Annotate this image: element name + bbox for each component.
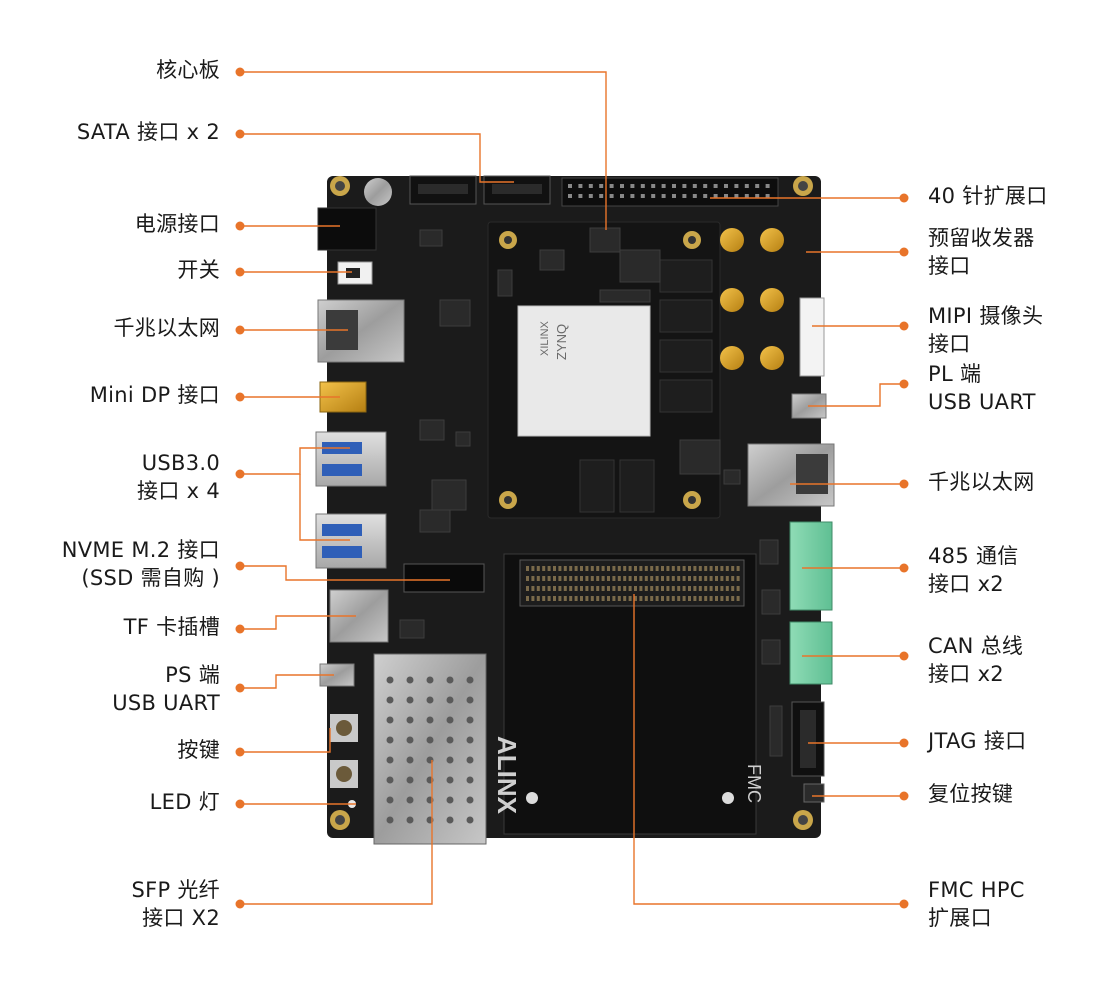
label-line: 核心板 bbox=[156, 58, 220, 82]
label-line: NVME M.2 接口 bbox=[61, 538, 220, 562]
label-line: 40 针扩展口 bbox=[928, 184, 1048, 208]
ethernet-left-shape bbox=[317, 299, 405, 363]
label-reserved-transceiver: 预留收发器接口 bbox=[928, 224, 1035, 280]
leader-ps-usb-uart bbox=[240, 674, 334, 689]
label-line: 接口 bbox=[928, 254, 971, 278]
alinx-logo-main: ALINX bbox=[492, 736, 522, 815]
label-line: LED 灯 bbox=[149, 790, 220, 814]
leader-nvme-m2-port bbox=[240, 565, 450, 581]
label-line: 复位按键 bbox=[928, 782, 1014, 806]
ethernet-right-shape bbox=[747, 443, 835, 507]
leader-usb30-port bbox=[240, 447, 350, 475]
label-line: 接口 x2 bbox=[928, 662, 1004, 686]
power-jack-shape bbox=[317, 207, 377, 251]
label-line: 接口 X2 bbox=[142, 906, 220, 930]
label-line: MIPI 摄像头 bbox=[928, 304, 1044, 328]
label-reset-button: 复位按键 bbox=[928, 780, 1013, 808]
label-power-switch: 开关 bbox=[177, 256, 220, 284]
label-pl-usb-uart: PL 端 USB UART bbox=[928, 360, 1036, 416]
label-line: 电源接口 bbox=[134, 212, 220, 236]
label-nvme-m2-port: NVME M.2 接口 (SSD 需自购 ) bbox=[62, 536, 220, 592]
label-line: 485 通信 bbox=[928, 544, 1019, 568]
zynq-chip: XILINX ZYNQ bbox=[517, 305, 651, 437]
label-can-bus-port: CAN 总线接口 x2 bbox=[928, 632, 1023, 688]
label-sata-port: SATA 接口 x 2 bbox=[77, 118, 220, 146]
label-mipi-camera: MIPI 摄像头接口 bbox=[928, 302, 1043, 358]
leader-sata-port bbox=[240, 133, 514, 183]
label-push-button: 按键 bbox=[177, 736, 220, 764]
can-shape bbox=[789, 621, 833, 685]
leader-lines bbox=[235, 67, 909, 909]
sata-connectors bbox=[409, 175, 551, 205]
small-components bbox=[399, 227, 783, 757]
fmc-mark: FMC bbox=[744, 764, 764, 803]
label-line: 按键 bbox=[177, 738, 220, 762]
label-line: USB3.0 bbox=[141, 451, 220, 475]
mipi-shape bbox=[799, 297, 825, 377]
label-mini-dp-port: Mini DP 接口 bbox=[90, 381, 220, 409]
rs485-shape bbox=[789, 521, 833, 611]
label-fmc-hpc-port: FMC HPC 扩展口 bbox=[928, 876, 1025, 932]
m2-slot-shape bbox=[403, 563, 485, 593]
buttons-shape bbox=[330, 714, 358, 808]
label-line: 扩展口 bbox=[928, 906, 992, 930]
label-rs485-port: 485 通信接口 x2 bbox=[928, 542, 1019, 598]
label-line: SFP 光纤 bbox=[131, 878, 220, 902]
label-line: 预留收发器 bbox=[928, 226, 1035, 250]
sma-connectors bbox=[720, 228, 784, 370]
leader-core-board bbox=[240, 71, 607, 230]
leader-usb30-port-b bbox=[299, 474, 350, 541]
sfp-cage-shape bbox=[373, 653, 487, 845]
label-line: JTAG 接口 bbox=[928, 729, 1027, 753]
ddr-memory bbox=[579, 259, 713, 513]
label-core-board: 核心板 bbox=[156, 56, 220, 84]
label-line: TF 卡插槽 bbox=[123, 615, 220, 639]
label-line: (SSD 需自购 ) bbox=[81, 566, 220, 590]
label-line: 接口 x 4 bbox=[137, 479, 220, 503]
chip-model-text: ZYNQ bbox=[554, 324, 569, 360]
leader-fmc-hpc-port bbox=[633, 594, 904, 905]
label-line: 千兆以太网 bbox=[113, 316, 220, 340]
label-sfp-fiber-port: SFP 光纤接口 X2 bbox=[131, 876, 220, 932]
label-power-jack: 电源接口 bbox=[135, 210, 220, 238]
pin-header-40 bbox=[561, 177, 779, 207]
label-line: 接口 bbox=[928, 332, 971, 356]
label-line: PL 端 bbox=[928, 362, 982, 386]
chip-brand-text: XILINX bbox=[539, 320, 551, 356]
label-ps-usb-uart: PS 端 USB UART bbox=[112, 661, 220, 717]
leader-pl-usb-uart bbox=[808, 383, 904, 407]
label-line: USB UART bbox=[928, 390, 1036, 414]
label-gigabit-ethernet-left: 千兆以太网 bbox=[114, 314, 221, 342]
leader-push-button bbox=[240, 728, 331, 753]
label-gigabit-ethernet-right: 千兆以太网 bbox=[928, 468, 1035, 496]
fmc-area: ALINX FMC bbox=[492, 553, 764, 835]
label-line: PS 端 bbox=[165, 663, 220, 687]
leader-tf-card-slot bbox=[240, 615, 356, 630]
label-expansion-40pin: 40 针扩展口 bbox=[928, 182, 1048, 210]
label-line: CAN 总线 bbox=[928, 634, 1024, 658]
label-line: 千兆以太网 bbox=[928, 470, 1035, 494]
label-led-light: LED 灯 bbox=[150, 788, 220, 816]
label-line: FMC HPC bbox=[928, 878, 1025, 902]
power-knob bbox=[364, 178, 392, 206]
label-line: 开关 bbox=[177, 258, 220, 282]
label-tf-card-slot: TF 卡插槽 bbox=[124, 613, 220, 641]
label-jtag-port: JTAG 接口 bbox=[928, 727, 1026, 755]
leader-sfp-fiber-port bbox=[240, 760, 433, 905]
label-line: SATA 接口 x 2 bbox=[76, 120, 220, 144]
usb30-shape bbox=[315, 431, 387, 569]
label-line: Mini DP 接口 bbox=[89, 383, 220, 407]
mounting-holes bbox=[330, 176, 813, 830]
label-line: USB UART bbox=[112, 691, 220, 715]
jtag-shape bbox=[791, 701, 825, 777]
reset-shape bbox=[803, 783, 825, 803]
label-usb30-port: USB3.0 接口 x 4 bbox=[137, 449, 220, 505]
label-line: 接口 x2 bbox=[928, 572, 1004, 596]
